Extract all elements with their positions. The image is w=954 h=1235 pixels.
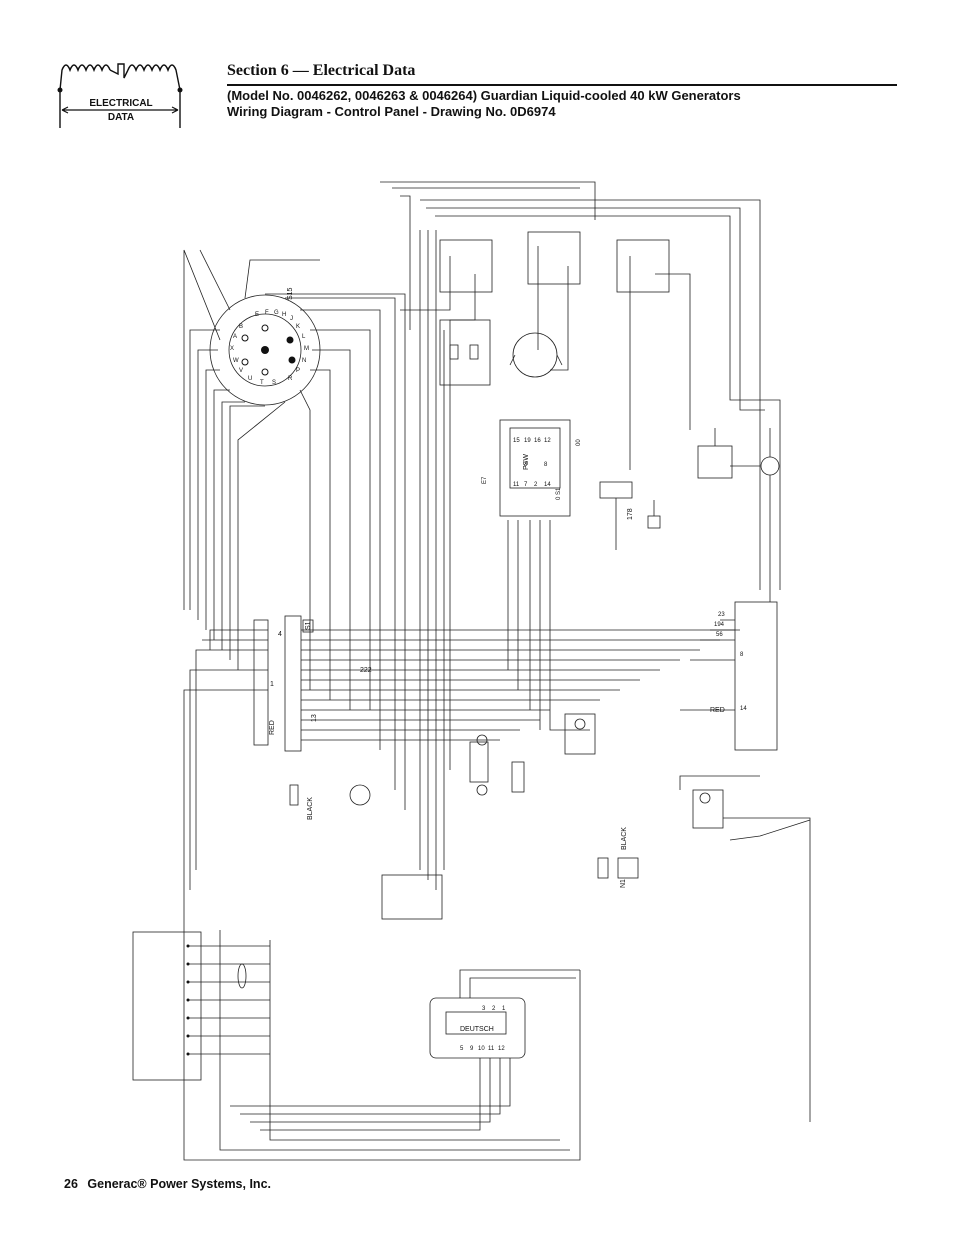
connector-pin-w: W [233,358,239,364]
deutsch-pin-12: 12 [498,1046,505,1052]
connector-pin-v: V [239,368,243,374]
label-178: 178 [627,508,634,520]
deutsch-pin-3: 3 [482,1006,486,1012]
company-name: Generac® Power Systems, Inc. [87,1177,271,1191]
logo-text-line2: DATA [107,112,135,123]
footer: 26 Generac® Power Systems, Inc. [64,1177,271,1191]
label-00: 00 [576,439,582,446]
label-black-1: BLACK [307,797,314,820]
deutsch-pin-1: 1 [502,1006,506,1012]
label-13: 13 [311,714,318,722]
electrical-data-logo: ELECTRICAL DATA [56,56,186,130]
psw-pin-2: 2 [534,482,538,488]
psw-pin-7: 7 [524,482,528,488]
title-rule [227,84,897,86]
subtitle: (Model No. 0046262, 0046263 & 0046264) G… [227,88,741,120]
connector-pin-u: U [248,376,252,382]
psw-pin-16: 16 [534,438,541,444]
psw-pin-19: 19 [524,438,531,444]
connector-pin-s: S [272,380,276,386]
label-194: 194 [714,622,725,628]
connector-pin-a: A [233,334,237,340]
connector-pin-k: K [296,324,300,330]
connector-pin-t: T [260,380,264,386]
deutsch-pin-9: 9 [470,1046,474,1052]
label-14: 14 [740,706,747,712]
deutsch-pin-5: 5 [460,1046,464,1052]
label-4: 4 [278,631,282,638]
label-n1: N1 [620,879,627,888]
psw-pin-8: 8 [544,462,548,468]
label-psw: PSW [523,454,530,470]
label-red-2: RED [710,707,725,714]
label-23: 23 [718,612,725,618]
deutsch-pin-2: 2 [492,1006,496,1012]
connector-pin-p: P [296,368,300,374]
psw-pin-11: 11 [513,482,520,488]
label-e7: E7 [482,476,488,484]
connector-pin-x: X [230,346,234,352]
psw-pin-12: 12 [544,438,551,444]
connector-pin-j: J [290,316,293,322]
subtitle-line2: Wiring Diagram - Control Panel - Drawing… [227,104,556,119]
connector-pin-r: R [288,376,293,382]
deutsch-pin-11: 11 [488,1046,495,1052]
connector-pin-h: H [282,312,286,318]
connector-pin-g: G [274,310,279,316]
psw-pin-15: 15 [513,438,520,444]
label-s15: S15 [287,287,294,300]
wiring-diagram-svg: E F G H J K L M N P R S T U V W X A B S1… [132,181,811,1161]
connector-pin-e: E [255,312,259,318]
psw-pin-14: 14 [544,482,551,488]
label-deutsch: DEUTSCH [460,1026,494,1033]
connector-pin-l: L [302,334,306,340]
connector-pin-n: N [302,358,306,364]
coil-icon [57,63,183,128]
remote-panel-terminals [186,944,190,1056]
page-number: 26 [64,1177,78,1191]
label-1: 1 [270,681,274,688]
wiring-diagram: E F G H J K L M N P R S T U V W X A B S1… [120,170,820,1170]
section-title: Section 6 — Electrical Data [227,62,416,79]
label-0-s1: 0 S1 [556,487,562,500]
label-black-2: BLACK [621,827,628,850]
connector-pins [241,324,296,376]
connector-pin-f: F [265,310,269,316]
label-red-1: RED [269,720,276,735]
connector-pin-b: B [239,324,243,330]
label-8: 8 [740,652,744,658]
logo-text-line1: ELECTRICAL [89,98,153,109]
psw-pin-3: 3 [524,462,528,468]
deutsch-pin-10: 10 [478,1046,485,1052]
label-222: 222 [360,667,372,674]
label-s1: S1 [305,621,312,630]
label-56: 56 [716,632,723,638]
subtitle-line1: (Model No. 0046262, 0046263 & 0046264) G… [227,88,741,103]
connector-pin-m: M [304,346,309,352]
